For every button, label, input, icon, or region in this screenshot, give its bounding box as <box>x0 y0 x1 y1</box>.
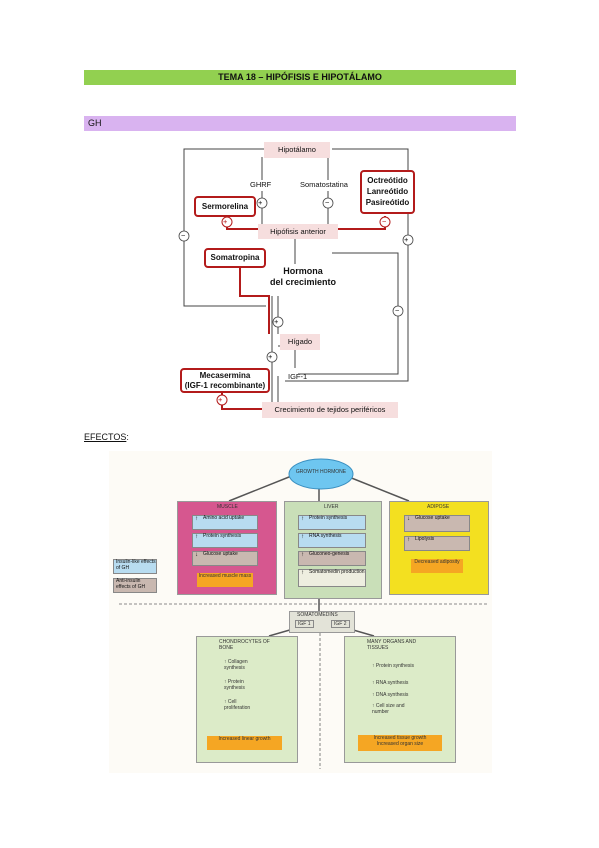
igf1-label: IGF-1 <box>288 372 308 381</box>
liver-item: ↑RNA synthesis <box>298 533 366 548</box>
minus-sign: − <box>382 217 387 226</box>
legend-anti-insulin: Anti-insulin effects of GH <box>113 578 157 593</box>
muscle-label: MUSCLE <box>217 504 238 510</box>
liver-label: LIVER <box>324 504 339 510</box>
somatomedins-label: SOMATOMEDINS <box>297 612 338 618</box>
adipose-result: Decreased adiposity <box>411 559 463 573</box>
drug-somatropina: Somatropina <box>204 248 266 268</box>
igf2-badge: IGF 2 <box>331 620 350 628</box>
muscle-result: Increased muscle mass <box>197 573 253 587</box>
crecimiento-box: Crecimiento de tejidos periféricos <box>262 402 398 418</box>
liver-item: ↑Protein synthesis <box>298 515 366 530</box>
organs-item: ↑ RNA synthesis <box>372 680 409 686</box>
organs-item: ↑ Protein synthesis <box>372 663 414 669</box>
igf1-badge: IGF 1 <box>295 620 314 628</box>
chondrocytes-label: CHONDROCYTES OF BONE <box>219 639 270 651</box>
chondro-item: ↑ Cell proliferation <box>224 699 251 711</box>
drug-somatostatin-analogs: Octreótido Lanreótido Pasireótido <box>360 170 415 214</box>
drug-mecasermina: Mecasermina (IGF-1 recombinante) <box>180 368 270 393</box>
section-heading-gh: GH <box>84 116 516 131</box>
adipose-label: ADIPOSE <box>427 504 450 510</box>
plus-sign: + <box>258 198 263 207</box>
higado-box: Hígado <box>280 334 320 350</box>
minus-sign: − <box>181 231 186 240</box>
growth-hormone-label: GROWTH HORMONE <box>295 469 347 475</box>
hipotalamo-box: Hipotálamo <box>264 142 330 158</box>
minus-sign: − <box>395 306 400 315</box>
plus-sign: + <box>218 395 223 404</box>
muscle-item: ↓Glucose uptake <box>192 551 258 566</box>
chondro-item: ↑ Protein synthesis <box>224 679 245 691</box>
organs-label: MANY ORGANS AND TISSUES <box>367 639 417 651</box>
adipose-item: ↓Glucose uptake <box>404 515 470 532</box>
somatostatina-label: Somatostatina <box>300 180 348 189</box>
liver-item: ↑Somatomedin production <box>298 569 366 587</box>
organs-item: ↑ Cell size and number <box>372 703 405 715</box>
adipose-item: ↑Lipolysis <box>404 536 470 551</box>
diagram-arrows <box>178 148 414 410</box>
legend-insulin-like: Insulin-like effects of GH <box>113 559 157 574</box>
plus-sign: + <box>274 317 279 326</box>
gh-regulation-diagram: + − − + − + + + − + Hipotálamo GHRF Soma… <box>170 136 432 426</box>
hipofisis-box: Hipófisis anterior <box>258 224 338 239</box>
chondro-item: ↑ Collagen synthesis <box>224 659 248 671</box>
ghrf-label: GHRF <box>250 180 272 189</box>
liver-item: ↑Gluconeo-genesis <box>298 551 366 566</box>
chondro-result: Increased linear growth <box>207 736 282 750</box>
plus-sign: + <box>223 217 228 226</box>
efectos-heading: EFECTOS: <box>84 432 129 442</box>
muscle-item: ↑Protein synthesis <box>192 533 258 548</box>
minus-sign: − <box>325 198 330 207</box>
plus-sign: + <box>268 352 273 361</box>
plus-sign: + <box>404 235 409 244</box>
organs-item: ↑ DNA synthesis <box>372 692 409 698</box>
effects-arrows <box>119 458 489 769</box>
drug-sermorelina: Sermorelina <box>194 196 256 217</box>
muscle-item: ↑Amino acid uptake <box>192 515 258 530</box>
page-title: TEMA 18 – HIPÓFISIS E HIPOTÁLAMO <box>84 70 516 85</box>
gh-effects-figure: GROWTH HORMONE MUSCLE ↑Amino acid uptake… <box>109 451 492 773</box>
